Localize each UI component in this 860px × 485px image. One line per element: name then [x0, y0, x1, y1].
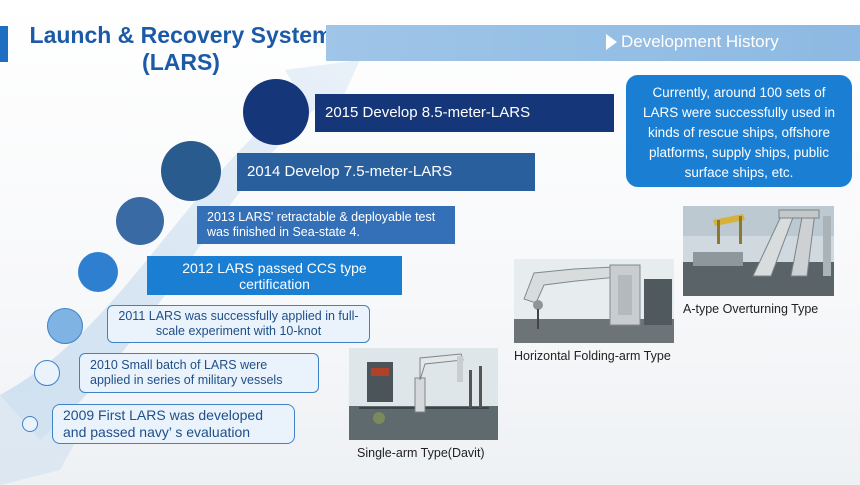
caption-horizontal-folding-arm: Horizontal Folding-arm Type: [514, 349, 671, 363]
timeline-dot-2010: [34, 360, 60, 386]
page-title: Launch & Recovery System (LARS): [20, 22, 342, 76]
timeline-dot-2015: [243, 79, 309, 145]
photo-single-arm-davit: [349, 348, 498, 440]
milestone-2015-text: 2015 Develop 8.5-meter-LARS: [325, 104, 531, 121]
caption-single-arm-davit: Single-arm Type(Davit): [357, 446, 485, 460]
timeline-dot-2014: [161, 141, 221, 201]
milestone-2010-text: 2010 Small batch of LARS were applied in…: [90, 358, 283, 387]
milestone-2012: 2012 LARS passed CCS type certification: [147, 256, 402, 295]
caption-a-type-overturning: A-type Overturning Type: [683, 302, 819, 316]
photo-a-type-overturning: [683, 206, 834, 296]
milestone-2010: 2010 Small batch of LARS were applied in…: [79, 353, 319, 393]
accent-bar: [0, 26, 8, 62]
milestone-2013: 2013 LARS' retractable & deployable test…: [197, 206, 455, 244]
header-band: [326, 25, 860, 61]
play-icon: [606, 34, 617, 50]
timeline-dot-2012: [78, 252, 118, 292]
note-text: Currently, around 100 sets of LARS were …: [642, 85, 836, 180]
title-line-1: Launch & Recovery System: [29, 22, 333, 48]
milestone-2011-text: 2011 LARS was successfully applied in fu…: [118, 309, 359, 338]
milestone-2015: 2015 Develop 8.5-meter-LARS: [315, 94, 614, 132]
title-line-2: (LARS): [142, 49, 220, 75]
milestone-2014-text: 2014 Develop 7.5-meter-LARS: [247, 163, 453, 180]
milestone-2013-text: 2013 LARS' retractable & deployable test…: [207, 210, 436, 239]
milestone-2009-text: 2009 First LARS was developed and passed…: [63, 407, 263, 440]
timeline-dot-2009: [22, 416, 38, 432]
section-header-label: Development History: [621, 32, 779, 51]
section-header: Development History: [606, 32, 779, 52]
milestone-2009: 2009 First LARS was developed and passed…: [52, 404, 295, 444]
timeline-dot-2013: [116, 197, 164, 245]
milestone-2011: 2011 LARS was successfully applied in fu…: [107, 305, 370, 343]
timeline-dot-2011: [47, 308, 83, 344]
note-bubble: Currently, around 100 sets of LARS were …: [626, 75, 852, 187]
milestone-2014: 2014 Develop 7.5-meter-LARS: [237, 153, 535, 191]
milestone-2012-text: 2012 LARS passed CCS type certification: [182, 259, 367, 292]
photo-horizontal-folding-arm: [514, 259, 674, 343]
